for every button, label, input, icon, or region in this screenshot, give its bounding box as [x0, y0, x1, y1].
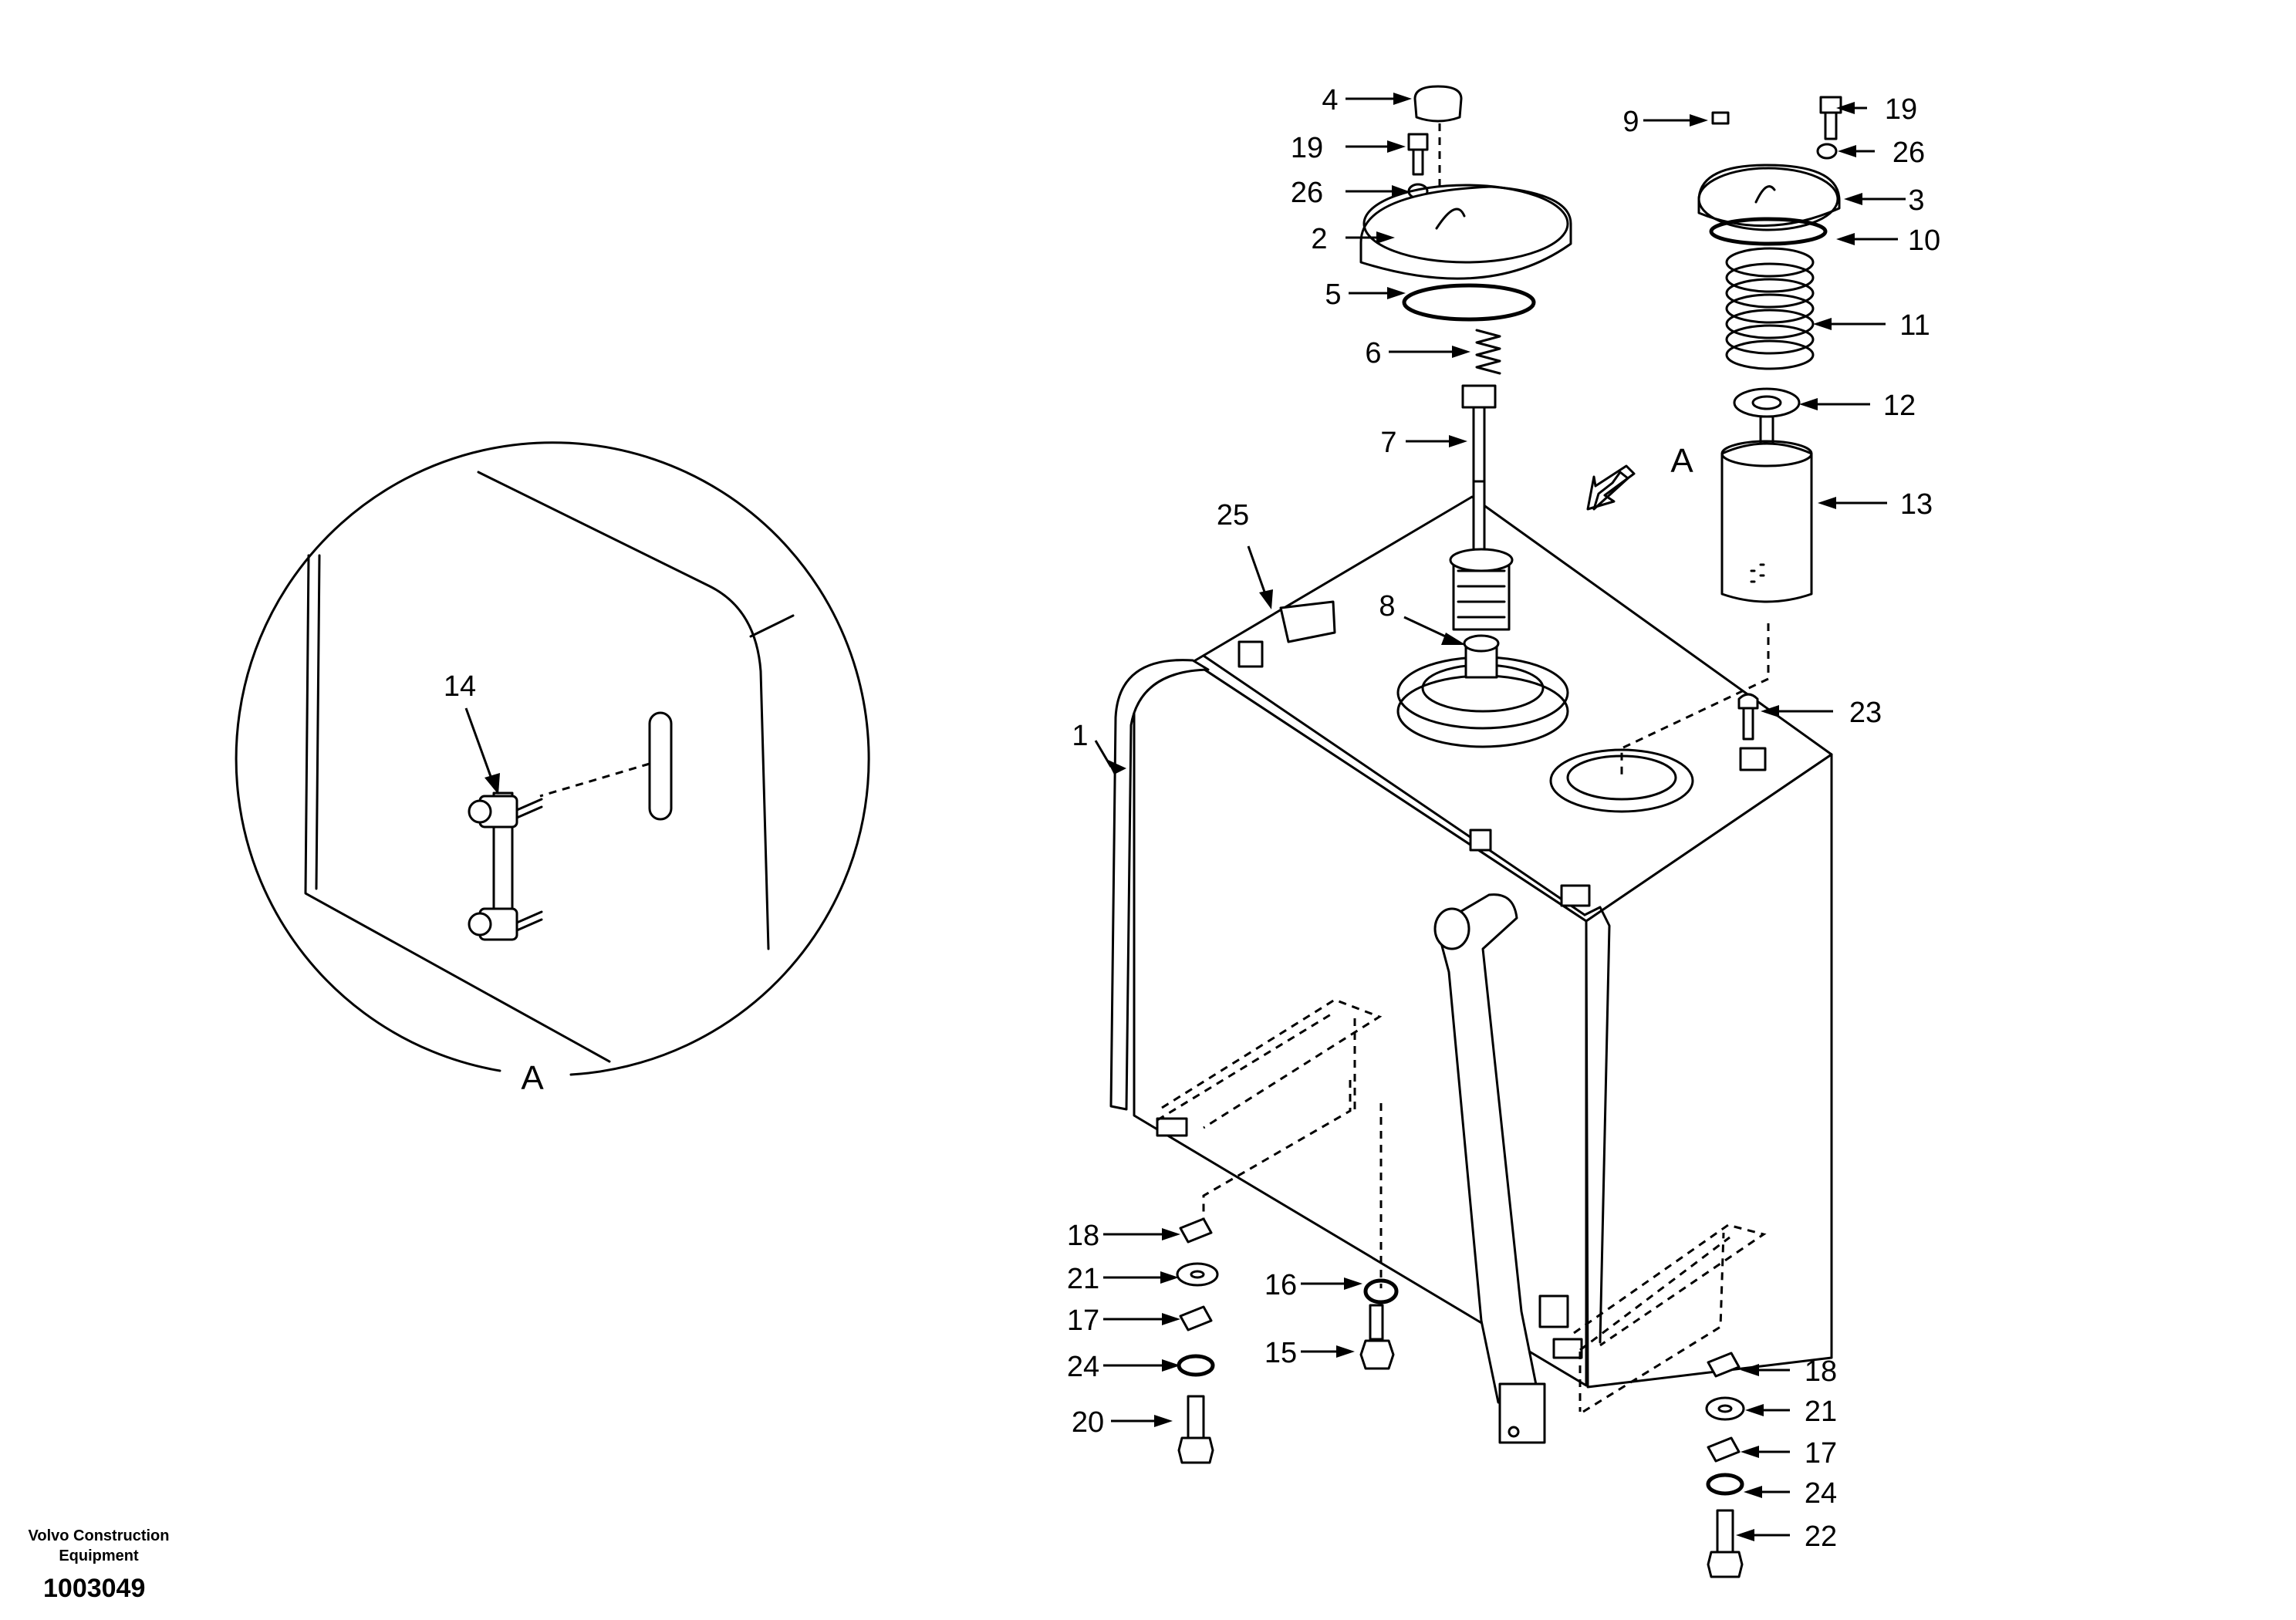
callout-24b: 24	[1805, 1477, 1837, 1510]
spacer-part-18a	[1179, 1217, 1213, 1244]
callout-14: 14	[444, 670, 476, 703]
manufacturer-line-2: Equipment	[59, 1547, 139, 1564]
callout-12: 12	[1883, 390, 1916, 422]
callout-11: 11	[1899, 309, 1930, 342]
view-arrow-label: A	[1670, 442, 1693, 480]
callout-13: 13	[1900, 488, 1933, 521]
bolt-part-23	[1742, 707, 1754, 741]
callout-16: 16	[1264, 1269, 1297, 1301]
manufacturer-label: Volvo Construction Equipment	[17, 1526, 181, 1566]
return-port	[1549, 748, 1694, 813]
callout-17a: 17	[1067, 1304, 1099, 1337]
bolt-part-20	[1187, 1395, 1205, 1439]
detail-view-a: 14 A	[235, 441, 870, 1097]
filter-element-part-13	[1720, 442, 1813, 603]
cover-part-2	[1359, 185, 1572, 280]
callout-20: 20	[1072, 1406, 1104, 1439]
label-plate-part-25	[1279, 600, 1336, 643]
drain-and-mount-parts	[1176, 1217, 1745, 1578]
callout-19a: 19	[1291, 132, 1323, 164]
callout-17b: 17	[1805, 1437, 1837, 1470]
callout-2: 2	[1311, 223, 1327, 255]
o-ring-part-10	[1709, 217, 1828, 246]
callout-1: 1	[1072, 720, 1088, 752]
callout-21b: 21	[1805, 1396, 1837, 1428]
callout-22: 22	[1805, 1520, 1837, 1553]
detail-view-label: A	[521, 1059, 544, 1097]
callout-9: 9	[1622, 106, 1639, 138]
callout-26b: 26	[1893, 137, 1925, 169]
spring-washer-part-24b	[1706, 1473, 1744, 1496]
suction-parts-stack	[1359, 85, 1572, 679]
spacer-part-17b	[1707, 1436, 1741, 1463]
callout-18a: 18	[1067, 1220, 1099, 1252]
washer-part-21a	[1176, 1262, 1219, 1287]
o-ring-part-5	[1402, 283, 1536, 322]
callout-10: 10	[1908, 224, 1940, 257]
spring-part-11	[1725, 247, 1815, 370]
spacer-part-17a	[1179, 1305, 1213, 1331]
drawing-number: 1003049	[43, 1574, 146, 1603]
callout-3: 3	[1908, 184, 1924, 217]
level-gauge-part-14	[468, 791, 543, 941]
spacer-part-18b	[1707, 1352, 1741, 1378]
callout-26a: 26	[1291, 177, 1323, 209]
washer-part-26b	[1816, 143, 1838, 160]
callout-4: 4	[1322, 84, 1338, 116]
filter-parts-stack	[1697, 96, 1842, 741]
rod-part-7	[1472, 406, 1486, 483]
cover-part-3	[1697, 164, 1841, 228]
callout-5: 5	[1325, 278, 1341, 311]
return-pipe	[1435, 893, 1540, 1404]
manufacturer-line-1: Volvo Construction	[28, 1527, 170, 1544]
bolt-part-19a	[1412, 148, 1424, 176]
callout-7: 7	[1380, 427, 1396, 459]
plug-part-9	[1711, 111, 1730, 125]
callout-23: 23	[1849, 697, 1882, 729]
valve-part-12	[1733, 387, 1801, 418]
tank-top-boss	[1237, 640, 1264, 668]
spring-part-6	[1475, 329, 1501, 375]
o-ring-part-16	[1363, 1278, 1399, 1304]
bolt-part-19b	[1824, 111, 1838, 140]
hydraulic-tank-part-1	[1109, 495, 1833, 1444]
callout-15: 15	[1264, 1337, 1297, 1369]
callouts: 4 19 26 2 5 6 7 25 8 1 9 19 26 3 10 11 1…	[1067, 84, 1940, 1553]
callout-25: 25	[1217, 499, 1249, 532]
spring-washer-part-24a	[1177, 1354, 1215, 1377]
callout-6: 6	[1365, 337, 1381, 370]
drain-plug-part-15	[1369, 1304, 1384, 1341]
callout-19b: 19	[1885, 93, 1917, 126]
bolt-part-22	[1716, 1509, 1734, 1554]
washer-part-21b	[1705, 1396, 1745, 1421]
view-arrow-a: A	[1586, 442, 1693, 511]
callout-8: 8	[1379, 590, 1395, 623]
callout-21a: 21	[1067, 1263, 1099, 1295]
breather-part-4	[1413, 85, 1463, 123]
callout-24a: 24	[1067, 1351, 1099, 1383]
mounting-slot	[648, 711, 673, 821]
callout-18b: 18	[1805, 1355, 1837, 1388]
